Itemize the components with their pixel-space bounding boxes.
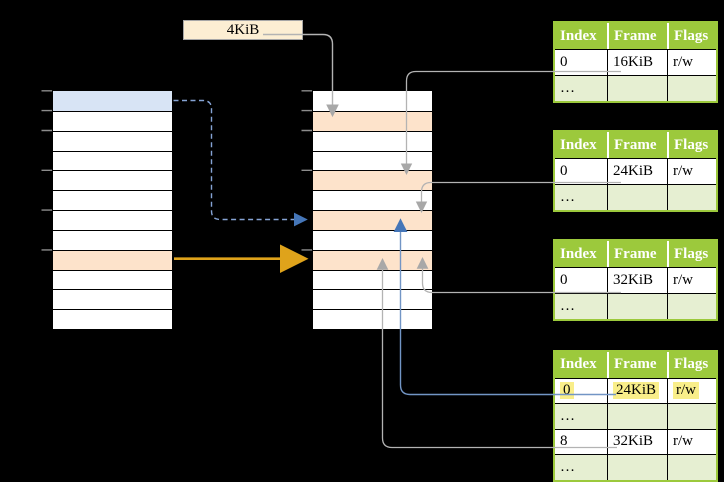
page-size-label: 4KiB: [183, 20, 303, 40]
memory-cell: [313, 289, 432, 309]
memory-cell: [313, 190, 432, 210]
table-row: …: [555, 75, 716, 101]
memory-cell: [313, 229, 432, 250]
flags-cell: r/w: [667, 378, 716, 403]
column-header: Index: [560, 27, 597, 44]
flags-cell: [667, 76, 716, 101]
frame-cell: 32KiB: [607, 268, 667, 293]
table-row: 8 32KiB r/w: [555, 428, 716, 454]
table-row: …: [555, 454, 716, 480]
index-cell: …: [560, 80, 575, 96]
table-row: …: [555, 403, 716, 429]
frame-cell: [607, 76, 667, 101]
frame-cell: 24KiB: [607, 159, 667, 184]
index-cell: 0: [555, 379, 607, 404]
table-header-row: Index Frame Flags: [555, 241, 716, 267]
page-table-2: Index Frame Flags 0 24KiB r/w …: [553, 130, 718, 212]
table-row: 0 16KiB r/w: [555, 49, 716, 75]
virtual-page-8-cell: [53, 249, 172, 270]
frame-cell: 32KiB: [607, 429, 667, 454]
memory-cell: [53, 190, 172, 210]
column-header: Flags: [667, 23, 716, 49]
highlighted-value: 0: [560, 382, 574, 400]
column-header: Index: [560, 136, 597, 153]
memory-cell: [53, 289, 172, 309]
frame-4kib-cell: [313, 110, 432, 131]
memory-cell: [53, 210, 172, 230]
index-cell: …: [560, 298, 575, 314]
table-row: …: [555, 293, 716, 319]
table-header-row: Index Frame Flags: [555, 352, 716, 378]
arrow-virtual0-to-frame24-dashed: [173, 99, 308, 227]
frame-cell: [607, 185, 667, 210]
column-header: Index: [560, 356, 597, 373]
memory-cell: [53, 170, 172, 190]
index-cell: …: [560, 189, 575, 205]
table-header-row: Index Frame Flags: [555, 23, 716, 49]
flags-cell: r/w: [667, 268, 716, 293]
memory-cell: [313, 269, 432, 290]
index-cell: …: [560, 407, 575, 424]
column-header: Flags: [667, 352, 716, 378]
column-header: Frame: [607, 132, 667, 158]
page-table-4: Index Frame Flags 0 24KiB r/w … 8 32KiB …: [553, 350, 718, 482]
flags-cell: [667, 404, 716, 429]
table-row: 0 24KiB r/w: [555, 158, 716, 184]
flags-cell: [667, 455, 716, 480]
memory-cell: [313, 91, 432, 111]
column-header: Flags: [667, 132, 716, 158]
frame-cell: [607, 404, 667, 429]
flags-cell: r/w: [667, 159, 716, 184]
index-cell: 0: [560, 272, 568, 288]
index-cell: 8: [560, 433, 568, 450]
table-header-row: Index Frame Flags: [555, 132, 716, 158]
flags-cell: r/w: [667, 50, 716, 75]
column-header: Frame: [607, 352, 667, 378]
flags-cell: [667, 294, 716, 319]
tick-marks-right: [301, 90, 312, 251]
table-row-highlighted: 0 24KiB r/w: [555, 377, 716, 404]
frame-cell: [607, 294, 667, 319]
flags-cell: r/w: [667, 429, 716, 454]
memory-cell: [313, 150, 432, 171]
column-header: Frame: [607, 241, 667, 267]
memory-cell: [53, 309, 172, 329]
frame-32kib-cell: [313, 249, 432, 270]
page-table-1: Index Frame Flags 0 16KiB r/w …: [553, 21, 718, 103]
virtual-page-0-cell: [53, 91, 172, 111]
table-row: …: [555, 184, 716, 210]
column-header: Flags: [667, 241, 716, 267]
memory-cell: [53, 150, 172, 171]
frame-cell: 16KiB: [607, 50, 667, 75]
memory-cell: [313, 309, 432, 329]
memory-cell: [53, 110, 172, 131]
table-row: 0 32KiB r/w: [555, 267, 716, 293]
memory-cell: [53, 269, 172, 290]
index-cell: 0: [560, 163, 568, 179]
column-header: Index: [560, 245, 597, 262]
highlighted-value: r/w: [673, 382, 699, 400]
highlighted-value: 24KiB: [613, 382, 660, 400]
column-header: Frame: [607, 23, 667, 49]
memory-cell: [53, 130, 172, 151]
tick-marks-left: [41, 90, 52, 251]
frame-16kib-cell: [313, 170, 432, 191]
frame-cell: [607, 455, 667, 480]
virtual-memory-stack: [52, 90, 173, 330]
memory-cell: [53, 229, 172, 250]
index-cell: 0: [560, 54, 568, 70]
memory-cell: [313, 130, 432, 151]
page-table-3: Index Frame Flags 0 32KiB r/w …: [553, 239, 718, 321]
frame-24kib-cell: [313, 210, 432, 230]
index-cell: …: [560, 458, 575, 475]
flags-cell: [667, 185, 716, 210]
physical-memory-stack: [312, 90, 433, 330]
frame-cell: 24KiB: [607, 378, 667, 403]
